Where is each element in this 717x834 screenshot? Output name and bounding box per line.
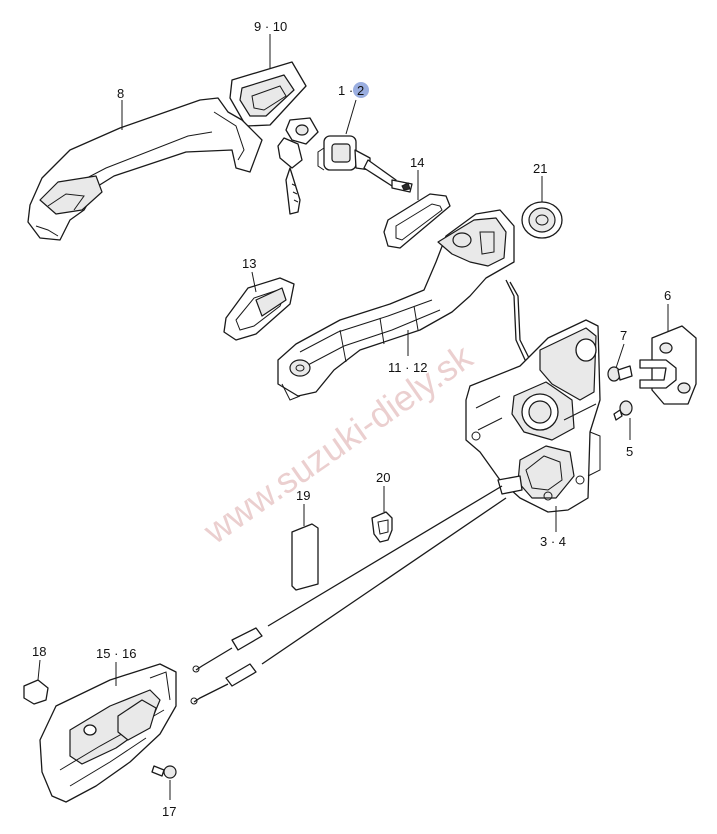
screw-5-part [613,400,633,421]
callout-6: 6 [664,288,671,303]
callout-1: 1 · [338,83,353,98]
handle-base-part [277,209,515,401]
leader-lines [37,34,669,800]
door-latch-part [465,319,601,513]
callout-8: 8 [117,86,124,101]
callout-labels: 9 · 10 8 1 · 2 14 21 13 6 7 11 · 12 5 20… [32,19,671,819]
grommet-part [521,201,563,239]
callout-11-12: 11 · 12 [388,360,428,375]
callout-19: 19 [296,488,310,503]
callout-9-10: 9 · 10 [254,19,287,34]
screw-17-part [151,765,177,779]
handle-bezel-part [229,61,307,127]
cap-part [23,679,49,705]
inner-handle-part [39,663,177,803]
outer-handle-part [27,97,263,241]
callout-2: 2 [357,83,364,98]
pad-part [291,523,319,591]
callout-17: 17 [162,804,176,819]
lock-cylinder-part [317,135,413,193]
cables-part [190,485,507,705]
callout-20: 20 [376,470,390,485]
screw-7-part [607,365,633,382]
callout-7: 7 [620,328,627,343]
callout-2-highlight [353,82,369,98]
callout-15-16: 15 · 16 [96,646,136,661]
callout-21: 21 [533,161,547,176]
link-rod-part [509,281,531,361]
clip-part [371,511,393,543]
callout-18: 18 [32,644,46,659]
callout-13: 13 [242,256,256,271]
handle-gasket-part [383,193,451,249]
key-part [277,117,319,215]
callout-3-4: 3 · 4 [540,534,566,549]
rear-gasket-part [223,277,295,341]
callout-14: 14 [410,155,424,170]
striker-part [639,325,697,405]
callout-5: 5 [626,444,633,459]
